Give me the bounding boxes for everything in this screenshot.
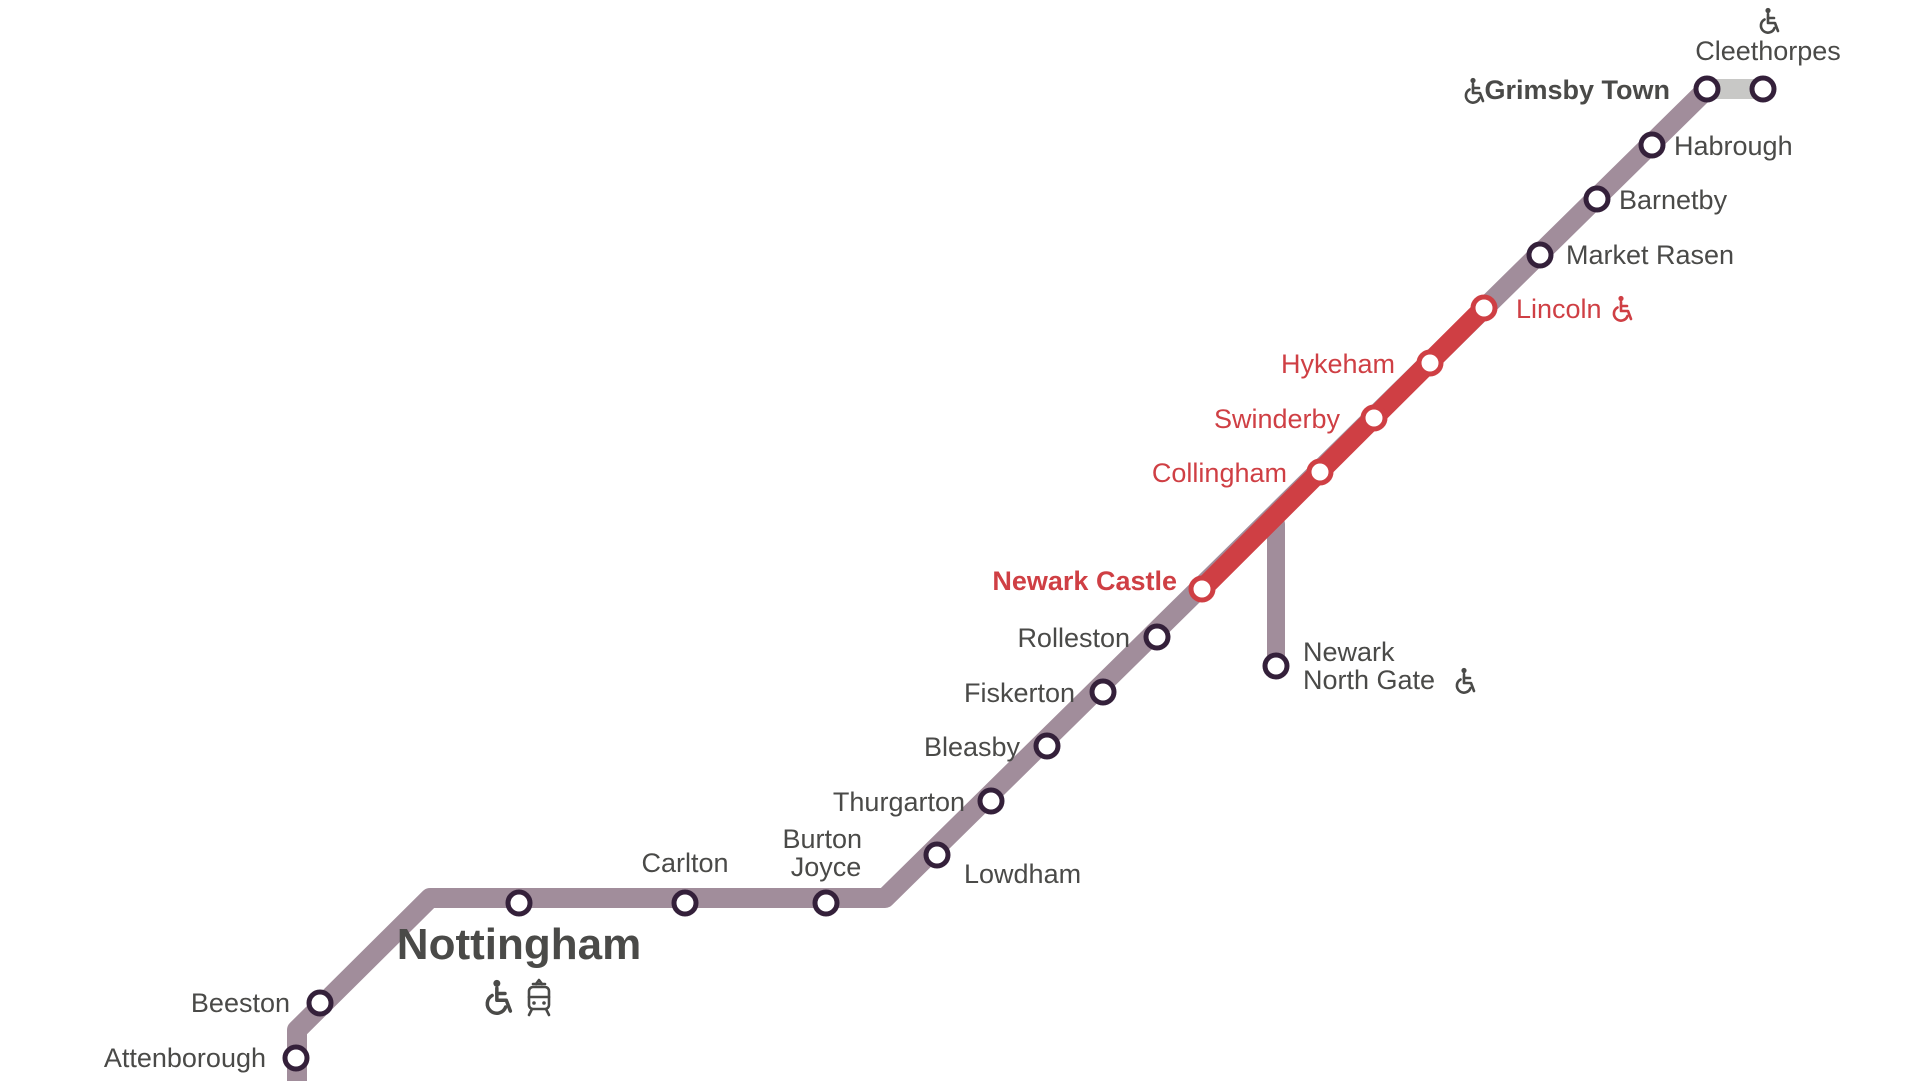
station-marker-bleasby[interactable]: [1033, 732, 1061, 760]
station-marker-newark-north-gate[interactable]: [1262, 652, 1290, 680]
station-marker-attenborough[interactable]: [282, 1044, 310, 1072]
station-label-barnetby[interactable]: Barnetby: [1619, 185, 1728, 215]
station-label-attenborough[interactable]: Attenborough: [104, 1043, 266, 1073]
station-markers: [282, 75, 1777, 1072]
station-label-beeston[interactable]: Beeston: [191, 988, 290, 1018]
station-marker-fiskerton[interactable]: [1089, 678, 1117, 706]
wheelchair-icon: [1455, 666, 1476, 694]
station-label-burton-joyce[interactable]: Burton Joyce: [782, 824, 869, 882]
station-label-cleethorpes[interactable]: Cleethorpes: [1695, 36, 1841, 66]
station-label-market-rasen[interactable]: Market Rasen: [1566, 240, 1734, 270]
station-label-fiskerton[interactable]: Fiskerton: [964, 678, 1075, 708]
station-marker-nottingham[interactable]: [505, 889, 533, 917]
station-label-rolleston[interactable]: Rolleston: [1017, 623, 1130, 653]
station-label-newark-north-gate-line2: North Gate: [1303, 665, 1435, 695]
station-marker-habrough[interactable]: [1638, 131, 1666, 159]
station-label-habrough[interactable]: Habrough: [1674, 131, 1793, 161]
station-marker-market-rasen[interactable]: [1526, 241, 1554, 269]
tram-icon: [527, 978, 551, 1017]
station-label-newark-north-gate[interactable]: Newark North Gate: [1303, 637, 1435, 695]
wheelchair-icon: [1464, 76, 1485, 104]
station-marker-burton-joyce[interactable]: [812, 889, 840, 917]
station-marker-collingham[interactable]: [1306, 458, 1334, 486]
station-label-bleasby[interactable]: Bleasby: [924, 732, 1021, 762]
station-label-nottingham[interactable]: Nottingham: [397, 920, 641, 969]
wheelchair-icon: [1759, 6, 1780, 34]
station-label-carlton[interactable]: Carlton: [641, 848, 728, 878]
station-marker-thurgarton[interactable]: [977, 787, 1005, 815]
station-label-hykeham[interactable]: Hykeham: [1281, 349, 1395, 379]
station-marker-barnetby[interactable]: [1583, 185, 1611, 213]
station-marker-carlton[interactable]: [671, 889, 699, 917]
station-marker-lowdham[interactable]: [923, 841, 951, 869]
station-label-burton-joyce-line1: Burton: [782, 824, 862, 854]
station-marker-cleethorpes[interactable]: [1749, 75, 1777, 103]
station-label-grimsby-town[interactable]: Grimsby Town: [1484, 75, 1670, 105]
station-label-collingham[interactable]: Collingham: [1152, 458, 1287, 488]
station-label-swinderby[interactable]: Swinderby: [1214, 404, 1341, 434]
station-marker-rolleston[interactable]: [1143, 623, 1171, 651]
station-label-burton-joyce-line2: Joyce: [791, 852, 862, 882]
station-marker-lincoln[interactable]: [1470, 294, 1498, 322]
station-label-lincoln[interactable]: Lincoln: [1516, 294, 1602, 324]
station-marker-grimsby-town[interactable]: [1693, 75, 1721, 103]
wheelchair-icon: [485, 978, 513, 1015]
station-marker-hykeham[interactable]: [1416, 349, 1444, 377]
station-label-newark-castle[interactable]: Newark Castle: [992, 566, 1177, 596]
station-label-thurgarton[interactable]: Thurgarton: [833, 787, 965, 817]
station-label-newark-north-gate-line1: Newark: [1303, 637, 1395, 667]
station-marker-swinderby[interactable]: [1360, 404, 1388, 432]
wheelchair-icon: [1612, 294, 1633, 322]
station-labels: Cleethorpes Grimsby Town Habrough Barnet…: [104, 6, 1841, 1073]
station-label-lowdham[interactable]: Lowdham: [964, 859, 1081, 889]
station-marker-newark-castle[interactable]: [1188, 575, 1216, 603]
station-marker-beeston[interactable]: [306, 989, 334, 1017]
